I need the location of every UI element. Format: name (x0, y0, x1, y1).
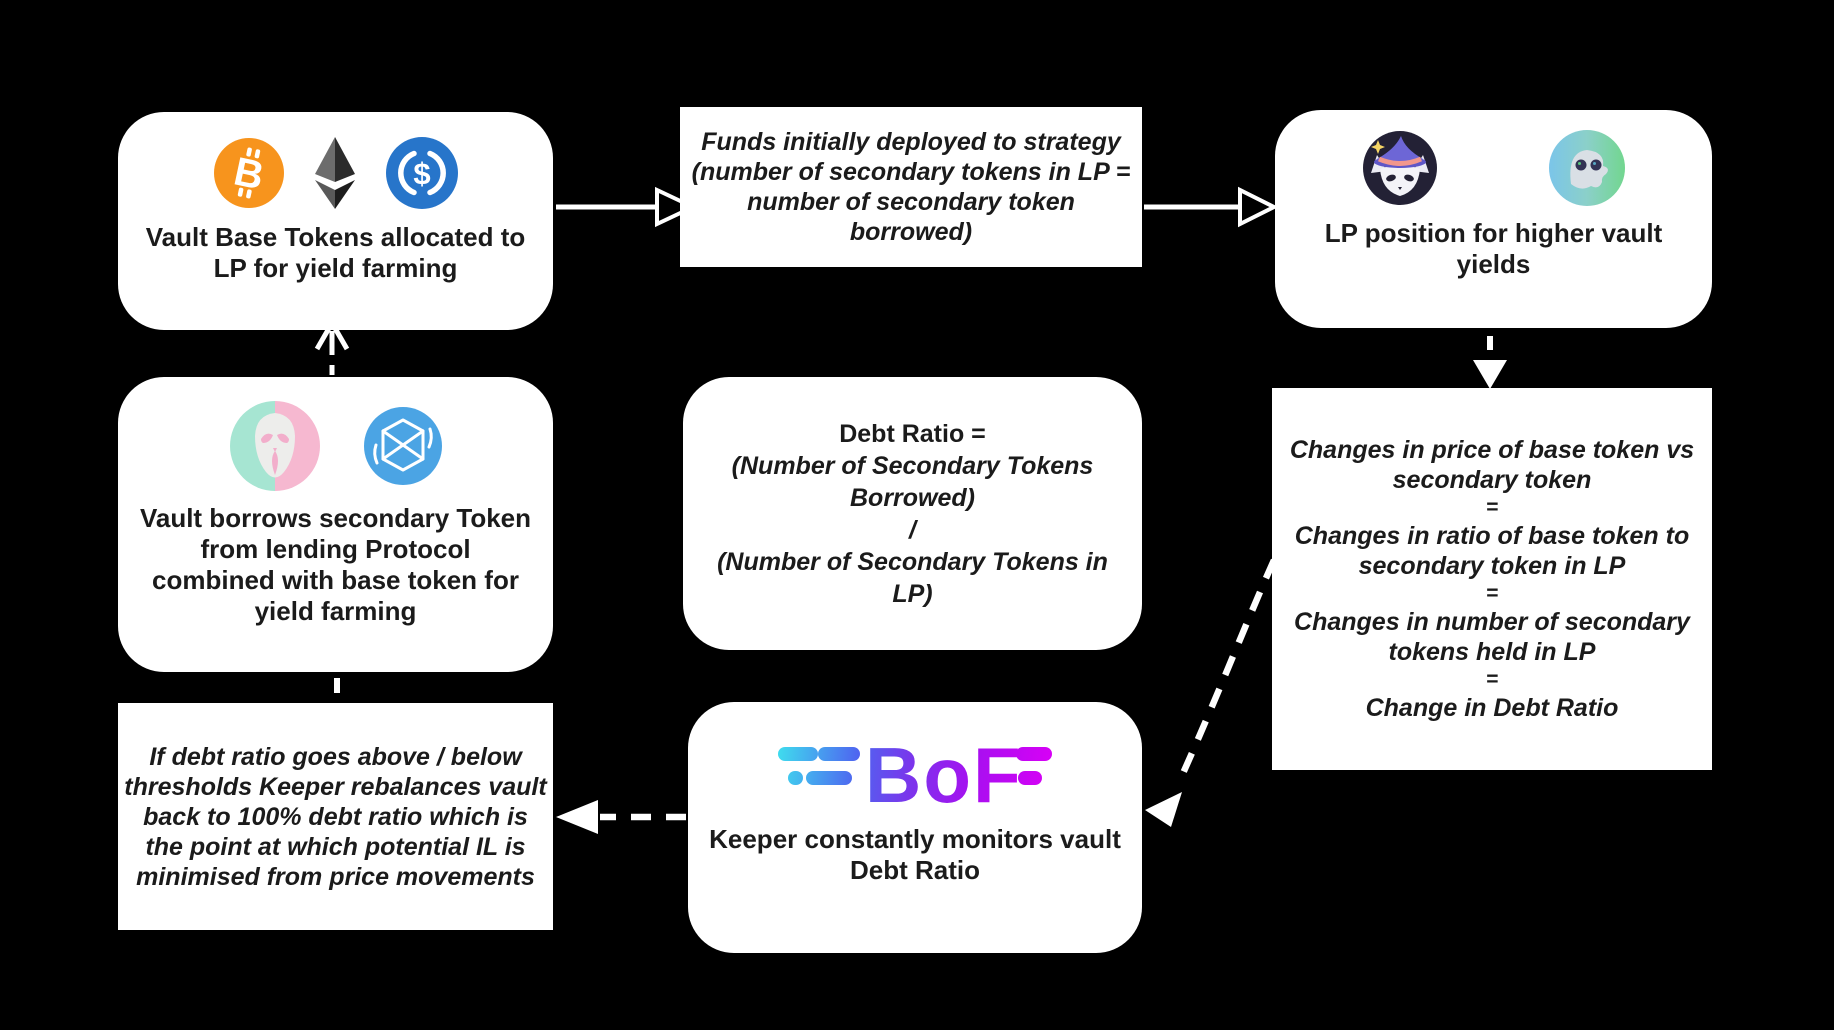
base-token-icons: B $ (213, 134, 458, 212)
lp-protocol-icons (1362, 130, 1625, 206)
node-text-line: thresholds Keeper rebalances vault (124, 772, 547, 801)
formula-line: (Number of Secondary Tokens (731, 451, 1094, 480)
node-text-line: yield farming (254, 596, 417, 626)
node-text-line: If debt ratio goes above / below (149, 742, 522, 771)
node-text-line: secondary token in LP (1358, 552, 1626, 580)
node-text-line: Funds initially deployed to strategy (701, 128, 1121, 156)
node-text-line: yields (1456, 249, 1531, 279)
usdc-icon: $ (385, 137, 458, 209)
lending-protocol-icons (229, 401, 442, 491)
node-text-line: minimised from price movements (136, 862, 535, 891)
bitcoin-icon: B (213, 138, 284, 208)
equals-line: = (1485, 582, 1499, 605)
scream-mask-icon (229, 401, 320, 491)
node-funds-deployed: Funds initially deployed to strategy (nu… (680, 107, 1142, 267)
arrow-deploy-to-lp (1144, 186, 1279, 228)
node-text-line: Keeper constantly monitors vault (709, 824, 1121, 854)
arrow-borrow-to-allocate (314, 317, 350, 375)
bof-logo-text: BoF (865, 731, 1023, 812)
node-text-line: borrowed) (849, 218, 973, 246)
formula-line: Borrowed) (850, 483, 975, 512)
node-debt-ratio-formula: Debt Ratio = (Number of Secondary Tokens… (683, 377, 1142, 650)
arrow-allocate-to-deploy (556, 186, 698, 228)
wizard-cat-icon (1362, 131, 1437, 205)
node-text-line: Changes in number of secondary (1294, 608, 1690, 636)
formula-line: (Number of Secondary Tokens in (717, 547, 1108, 576)
node-vault-borrows: Vault borrows secondary Token from lendi… (118, 377, 553, 672)
arrow-keeper-to-rebalance (556, 800, 686, 834)
formula-divider: / (909, 515, 916, 544)
node-text-line: Vault borrows secondary Token (139, 503, 532, 533)
equals-line: = (1485, 496, 1499, 519)
node-text-line: Vault Base Tokens allocated to (145, 222, 526, 252)
node-text-line: back to 100% debt ratio which is (143, 802, 528, 831)
node-text-line: combined with base token for (152, 565, 519, 595)
spirit-ghost-icon (1548, 130, 1625, 206)
node-text-line: Changes in ratio of base token to (1294, 522, 1690, 550)
node-text-line: LP position for higher vault (1324, 218, 1663, 248)
node-keeper-monitors: BoF Keeper constantly monitors vault Deb… (688, 702, 1142, 953)
node-price-changes-chain: Changes in price of base token vs second… (1272, 388, 1712, 770)
node-text-line: Debt Ratio (849, 855, 980, 885)
equals-line: = (1485, 668, 1499, 691)
node-text-line: number of secondary token (747, 188, 1075, 216)
node-text-line: tokens held in LP (1388, 638, 1596, 666)
formula-title: Debt Ratio = (839, 419, 986, 448)
node-text-line: LP for yield farming (213, 253, 458, 283)
node-keeper-rebalance: If debt ratio goes above / below thresho… (118, 703, 553, 930)
arrow-changes-to-keeper (1145, 558, 1277, 827)
node-text-line: (number of secondary tokens in LP = (691, 158, 1131, 186)
node-text-line: secondary token (1392, 466, 1592, 494)
node-text-line: from lending Protocol (200, 534, 471, 564)
formula-line: LP) (892, 579, 933, 608)
ethereum-icon (314, 137, 355, 209)
svg-text:$: $ (413, 156, 430, 191)
node-text-line: Change in Debt Ratio (1365, 694, 1619, 722)
node-vault-base-tokens: B $ Vault Base Tokens all (118, 112, 553, 330)
bof-logo: BoF (778, 731, 1052, 812)
node-text-line: Changes in price of base token vs (1289, 436, 1695, 464)
fantom-icon (363, 407, 442, 485)
node-text-line: the point at which potential IL is (145, 832, 526, 861)
node-lp-position: LP position for higher vault yields (1275, 110, 1712, 328)
